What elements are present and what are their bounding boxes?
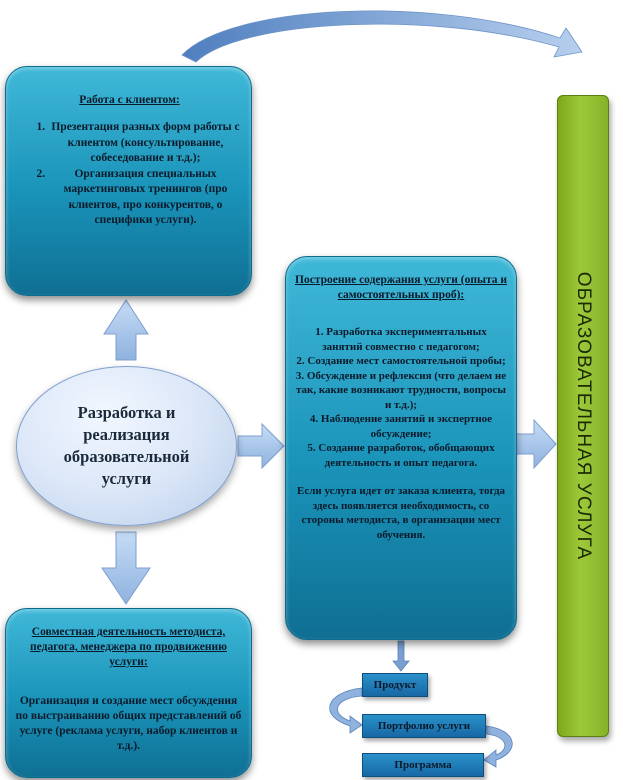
curved-arrow-top (181, 10, 583, 63)
central-ellipse-label: Разработка и реализация образовательной … (63, 403, 190, 488)
client-work-box: Работа с клиентом: Презентация разных фо… (5, 66, 252, 296)
content-building-item: 4. Наблюдение занятий и экспертное обсуж… (309, 413, 493, 440)
joint-activity-title: Совместная деятельность методиста, педаг… (30, 626, 227, 668)
program-label: Программа (394, 759, 452, 771)
content-building-note: Если услуга идет от заказа клиента, тогд… (296, 485, 506, 541)
content-building-item: 1. Разработка экспериментальных занятий … (315, 326, 487, 353)
product-label: Продукт (373, 679, 417, 691)
arrow-up (103, 299, 149, 361)
arrow-down-small (392, 640, 410, 672)
client-work-title: Работа с клиентом: (79, 94, 180, 106)
central-ellipse: Разработка и реализация образовательной … (16, 366, 237, 526)
client-work-list: Презентация разных форм работы с клиенто… (18, 120, 241, 229)
curved-arrow-portfolio-program (483, 725, 513, 768)
content-building-list: 1. Разработка экспериментальных занятий … (294, 325, 508, 470)
product-box: Продукт (362, 673, 428, 697)
content-building-item: 5. Создание разработок, обобщающих деяте… (307, 442, 495, 469)
joint-activity-body: Организация и создание мест обсуждения п… (15, 695, 242, 752)
arrow-down (101, 531, 151, 605)
content-building-box: Построение содержания услуги (опыта и са… (285, 256, 517, 640)
arrow-right-service (513, 418, 557, 470)
joint-activity-box: Совместная деятельность методиста, педаг… (5, 608, 252, 778)
portfolio-box: Портфолио услуги (362, 714, 486, 738)
curved-arrow-product-portfolio (329, 687, 363, 734)
client-work-item: Организация специальных маркетинговых тр… (48, 167, 241, 229)
educational-service-bar: ОБРАЗОВАТЕЛЬНАЯ УСЛУГА (557, 95, 609, 737)
content-building-title: Построение содержания услуги (опыта и са… (295, 274, 507, 301)
content-building-item: 3. Обсуждение и рефлексия (что делаем не… (295, 369, 507, 411)
program-box: Программа (362, 753, 484, 777)
content-building-item: 2. Создание мест самостоятельной пробы; (296, 355, 506, 367)
arrow-right-center (237, 422, 285, 470)
educational-service-label: ОБРАЗОВАТЕЛЬНАЯ УСЛУГА (573, 271, 594, 561)
portfolio-label: Портфолио услуги (377, 720, 471, 732)
client-work-item: Презентация разных форм работы с клиенто… (48, 120, 241, 167)
